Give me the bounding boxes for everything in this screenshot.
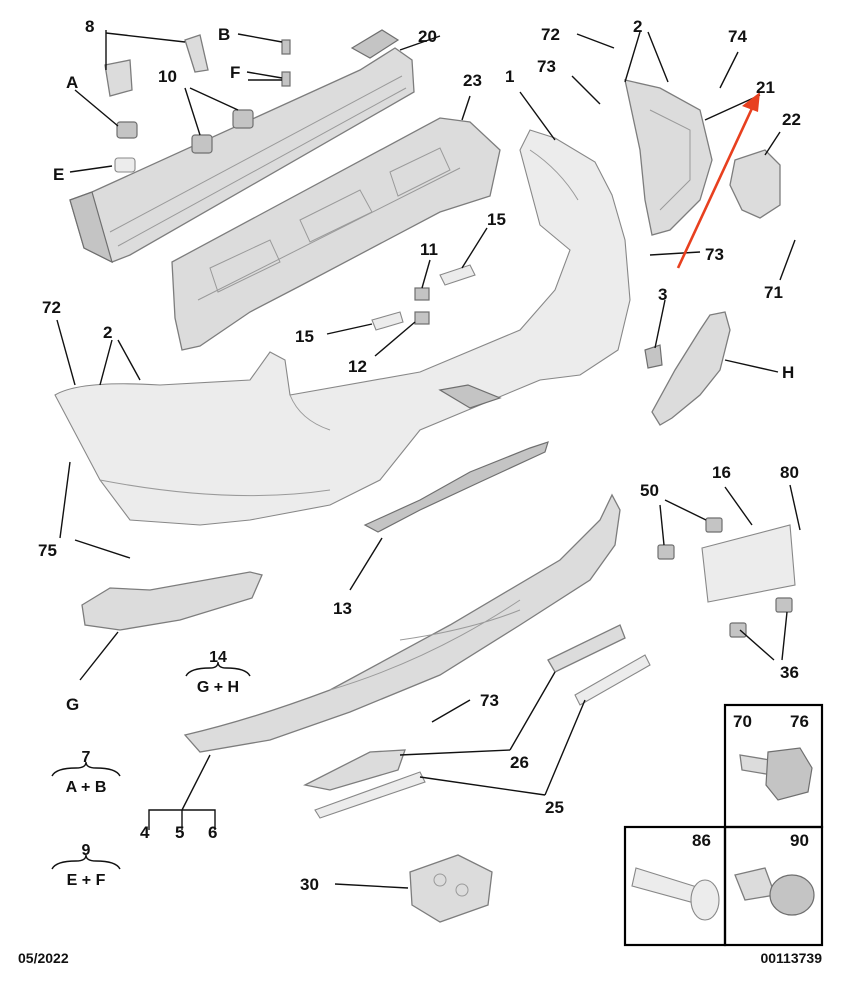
part-G-side-trim [81,571,263,631]
callout-50: 50 [640,481,659,500]
part-23-absorber-grid [171,117,501,351]
callout-74: 74 [728,27,747,46]
part-26-trims [303,624,626,791]
part-H-side-trim [651,311,731,426]
part-36-clips [729,597,793,638]
callout-72b: 72 [42,298,61,317]
combo-7: 7 A + B [51,749,121,796]
callout-2a: 2 [633,17,642,36]
part-50-clips [657,517,723,560]
callout-3: 3 [658,285,667,304]
svg-text:14: 14 [209,649,227,666]
callout-72a: 72 [541,25,560,44]
callout-75: 75 [38,541,57,560]
callout-6: 6 [208,823,217,842]
callout-36: 36 [780,663,799,682]
callout-1: 1 [505,67,514,86]
box-label-90: 90 [790,831,809,850]
hardware-box-90: 90 [723,825,824,947]
part-small-clips [104,34,663,369]
callout-2b: 2 [103,323,112,342]
callout-73c: 73 [480,691,499,710]
svg-text:9: 9 [82,842,91,859]
hardware-box-70-76: 70 76 [723,703,824,829]
callout-20: 20 [418,27,437,46]
callout-15b: 15 [295,327,314,346]
callout-21: 21 [756,78,775,97]
callout-F: F [230,63,240,82]
callout-23: 23 [463,71,482,90]
svg-text:E + F: E + F [67,872,106,889]
callout-12: 12 [348,357,367,376]
callout-30: 30 [300,875,319,894]
bracket-4-5-6 [148,754,216,830]
callout-5: 5 [175,823,184,842]
callout-15a: 15 [487,210,506,229]
diagram-date: 05/2022 [18,950,69,966]
svg-text:A + B: A + B [66,779,107,796]
callout-G: G [66,695,79,714]
callout-13: 13 [333,599,352,618]
callout-22: 22 [782,110,801,129]
callout-71: 71 [764,283,783,302]
part-25-trims [314,654,651,819]
callout-73b: 73 [705,245,724,264]
combo-9: 9 E + F [51,842,121,889]
part-22-bracket [729,149,781,219]
callout-10: 10 [158,67,177,86]
callout-H: H [782,363,794,382]
part-21-side-bracket [624,79,713,236]
svg-text:7: 7 [82,749,91,766]
callout-73a: 73 [537,57,556,76]
hardware-box-86: 86 [623,825,727,947]
callout-8: 8 [85,17,94,36]
callout-B: B [218,25,230,44]
highlight-arrow [676,92,760,269]
part-4-5-6-lower-diffuser [183,493,621,753]
part-20-impact-beam [69,29,415,264]
combo-14: 14 G + H [185,649,251,696]
box-label-70: 70 [733,712,752,731]
callout-26: 26 [510,753,529,772]
part-13-strip [363,441,549,533]
callout-11: 11 [420,240,438,259]
part-16-plate-bracket [701,524,796,603]
box-label-76: 76 [790,712,809,731]
diagram-reference: 00113739 [760,950,822,966]
part-30-fixing-kit [409,854,493,923]
box-label-86: 86 [692,831,711,850]
callout-E: E [53,165,64,184]
callout-A: A [66,73,78,92]
leader-lines [56,30,801,889]
part-1-bumper-cover [54,129,631,526]
callout-16: 16 [712,463,731,482]
svg-text:G + H: G + H [197,679,239,696]
callout-80: 80 [780,463,799,482]
callout-25: 25 [545,798,564,817]
callout-labels: 8 B 20 72 2 74 73 1 23 21 22 A 10 F E 15… [38,17,801,894]
callout-4: 4 [140,823,150,842]
